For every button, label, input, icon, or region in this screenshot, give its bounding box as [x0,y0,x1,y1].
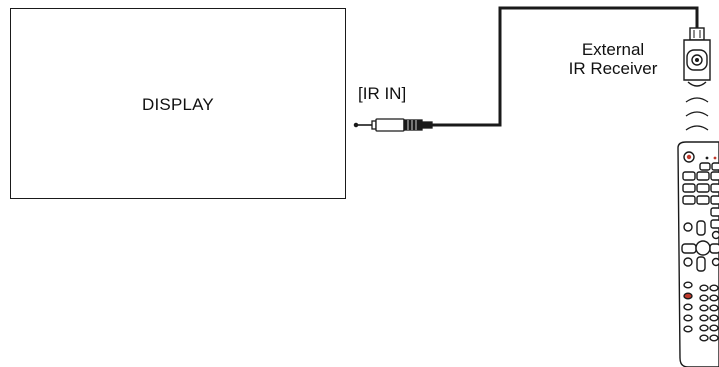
ir-in-port-label: [IR IN] [358,84,407,103]
audio-jack-plug-icon [353,118,433,132]
ir-signal-waves-icon [685,97,709,131]
ir-cable [432,6,699,127]
remote-control-icon [677,141,719,367]
external-ir-receiver-label: External IR Receiver [548,40,678,78]
receiver-label-line1: External [581,40,645,59]
display-label: DISPLAY [142,95,214,114]
display-box: DISPLAY [10,8,346,199]
ir-receiver-icon [683,27,711,87]
receiver-label-line2: IR Receiver [568,59,658,78]
